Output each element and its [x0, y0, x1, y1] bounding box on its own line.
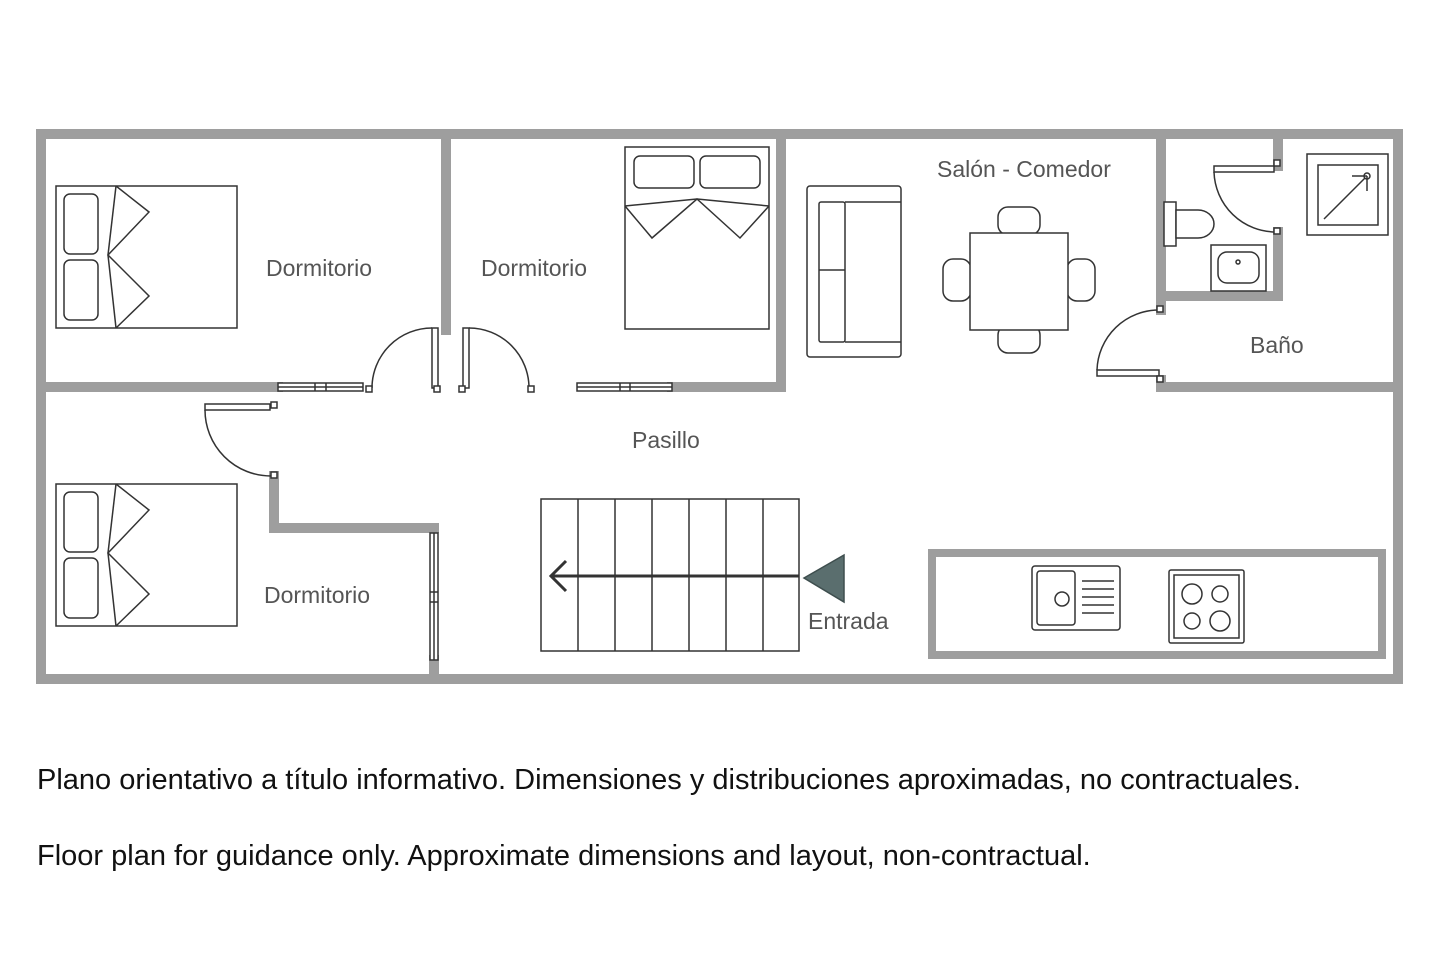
sofa-icon	[806, 185, 902, 358]
room-label-bedroom-3: Dormitorio	[264, 582, 370, 608]
sink-icon	[1210, 244, 1267, 292]
single-bed-icon	[55, 483, 238, 627]
door-bedroom-3	[204, 401, 278, 479]
room-label-bathroom: Baño	[1250, 332, 1304, 358]
entrance-arrow-icon	[802, 553, 845, 604]
single-bed-icon	[55, 185, 238, 329]
disclaimer-spanish: Plano orientativo a título informativo. …	[37, 764, 1301, 796]
toilet-icon	[1163, 201, 1215, 247]
room-labels: Dormitorio Dormitorio Salón - Comedor Ba…	[264, 156, 1304, 634]
double-bed-icon	[624, 146, 770, 330]
room-label-bedroom-1: Dormitorio	[266, 255, 372, 281]
shower-icon	[1306, 153, 1389, 236]
cooktop-icon	[1168, 569, 1245, 644]
door-bathroom	[1096, 305, 1164, 383]
windows	[277, 382, 673, 661]
floor-plan: Dormitorio Dormitorio Salón - Comedor Ba…	[36, 129, 1403, 684]
dining-table-icon	[942, 206, 1096, 354]
room-label-living-dining: Salón - Comedor	[937, 156, 1111, 182]
furniture	[55, 146, 1389, 659]
door-wc	[1213, 159, 1281, 235]
doors	[204, 159, 1281, 479]
room-label-entrance: Entrada	[808, 608, 889, 634]
room-label-bedroom-2: Dormitorio	[481, 255, 587, 281]
door-bedroom-1	[365, 327, 441, 393]
staircase-icon	[540, 498, 800, 652]
door-bedroom-2	[458, 327, 535, 393]
kitchen-counter	[928, 549, 1386, 659]
room-label-hallway: Pasillo	[632, 427, 700, 453]
disclaimer-english: Floor plan for guidance only. Approximat…	[37, 840, 1091, 872]
kitchen-sink-icon	[1031, 565, 1121, 631]
outer-wall	[36, 129, 1403, 684]
